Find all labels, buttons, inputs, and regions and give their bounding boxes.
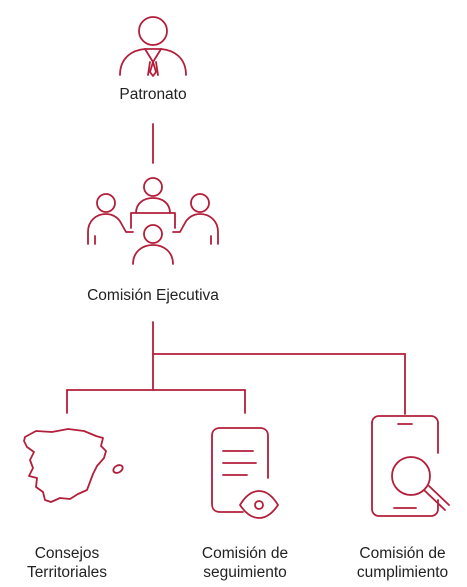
spain-map-icon xyxy=(23,428,124,503)
meeting-table-icon xyxy=(87,177,219,265)
label-consejos-line2: Territoriales xyxy=(26,564,108,581)
phone-magnifier-icon xyxy=(371,415,450,517)
executive-person-icon xyxy=(119,16,187,77)
document-eye-icon xyxy=(211,427,279,519)
node-label-comision-cumplimiento: Comisión de cumplimiento xyxy=(340,544,465,582)
label-comision-ejecutiva: Comisión Ejecutiva xyxy=(87,287,219,304)
label-cumplimiento-line1: Comisión de xyxy=(359,545,446,562)
label-cumplimiento-line2: cumplimiento xyxy=(356,564,449,581)
node-label-comision-seguimiento: Comisión de seguimiento xyxy=(180,544,310,582)
node-label-patronato: Patronato xyxy=(93,85,213,104)
label-patronato: Patronato xyxy=(119,86,187,103)
label-consejos-line1: Consejos xyxy=(34,545,100,562)
node-label-comision-ejecutiva: Comisión Ejecutiva xyxy=(53,286,253,305)
node-label-consejos-territoriales: Consejos Territoriales xyxy=(7,544,127,582)
label-seguimiento-line2: seguimiento xyxy=(203,564,287,581)
label-seguimiento-line1: Comisión de xyxy=(201,545,289,562)
connectors xyxy=(66,123,406,415)
